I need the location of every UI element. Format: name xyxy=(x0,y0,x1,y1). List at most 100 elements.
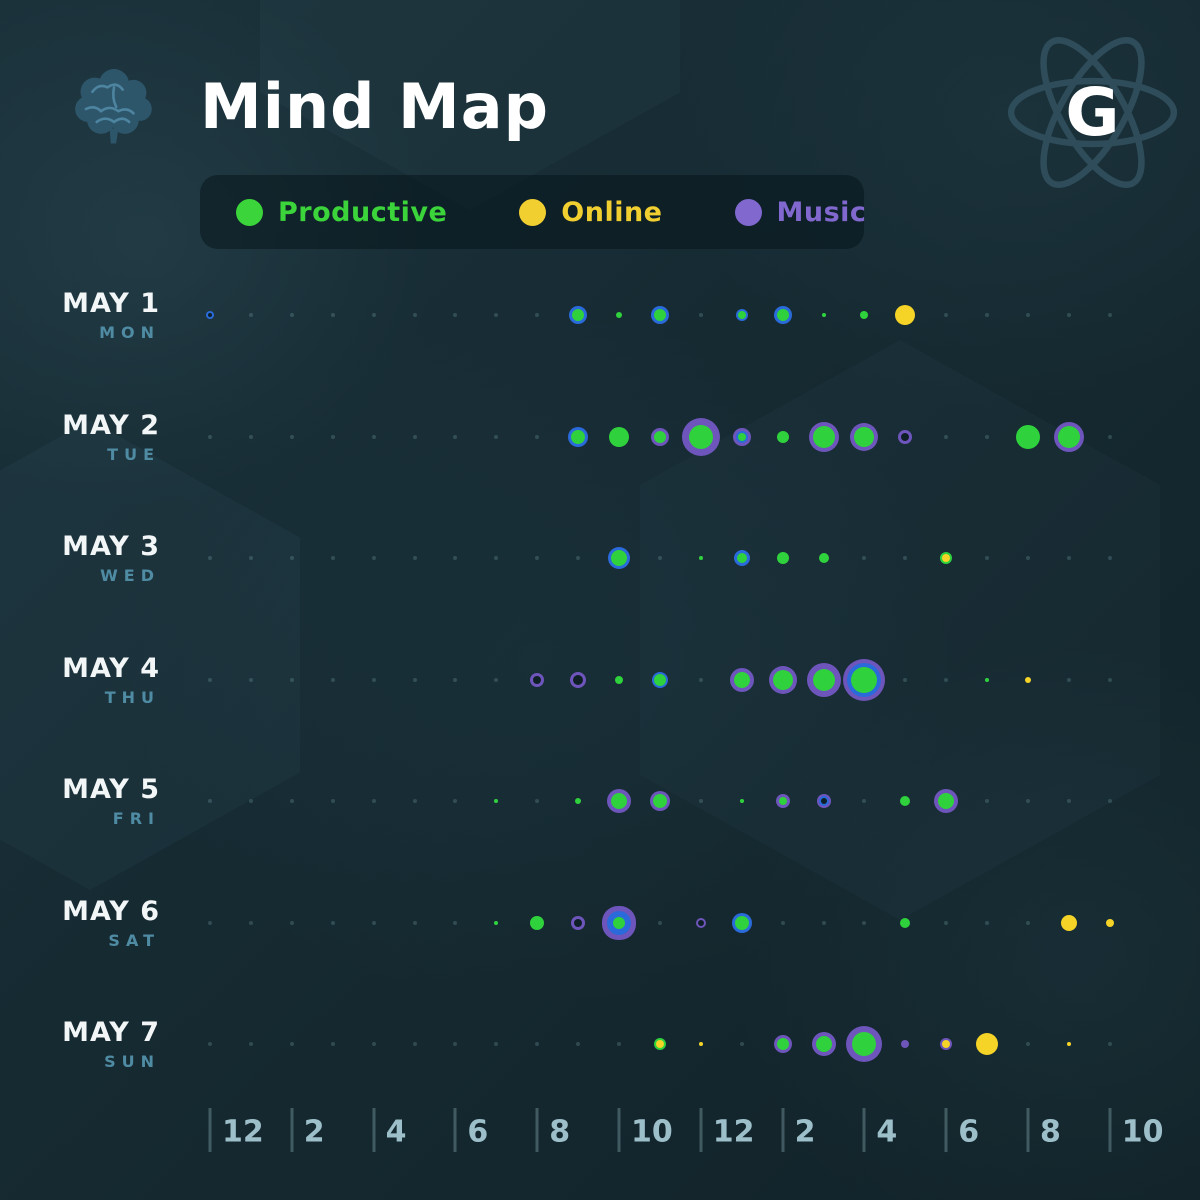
grid-dot xyxy=(1107,1042,1112,1046)
activity-bubble xyxy=(573,674,584,685)
grid-dot xyxy=(289,313,294,317)
atom-logo: G xyxy=(1000,20,1185,205)
grid-dot xyxy=(248,920,253,925)
grid-dot xyxy=(944,434,949,439)
grid-dot xyxy=(1107,313,1112,317)
grid-dot xyxy=(944,920,949,925)
activity-bubble xyxy=(1066,1042,1071,1046)
activity-bubble xyxy=(494,799,499,803)
axis-tick-label: 12 xyxy=(712,1114,755,1150)
grid-dot xyxy=(289,434,294,439)
legend-item-productive: Productive xyxy=(236,197,447,228)
grid-dot xyxy=(535,434,540,439)
activity-bubble xyxy=(776,1038,789,1050)
activity-bubble xyxy=(901,432,910,441)
axis-tick-label: 8 xyxy=(1040,1114,1061,1150)
grid-dot xyxy=(330,677,335,682)
activity-bubble xyxy=(900,796,911,806)
grid-dot xyxy=(944,677,949,682)
activity-bubble xyxy=(688,424,713,449)
grid-dot xyxy=(289,556,294,560)
row-day: WED xyxy=(100,566,160,585)
legend-item-online: Online xyxy=(519,197,662,228)
activity-bubble xyxy=(609,426,629,447)
music-dot-icon xyxy=(734,198,762,226)
row-date: MAY 4 xyxy=(62,652,160,684)
axis-tick xyxy=(535,1108,539,1152)
activity-bubble xyxy=(895,305,916,325)
logo-letter: G xyxy=(1065,74,1120,151)
axis-tick-label: 10 xyxy=(631,1114,673,1150)
grid-dot xyxy=(617,1042,621,1046)
axis-tick xyxy=(290,1108,294,1152)
activity-bubble xyxy=(655,1040,664,1048)
grid-dot xyxy=(330,556,335,560)
axis-tick-label: 6 xyxy=(958,1114,980,1150)
activity-bubble xyxy=(976,1033,999,1055)
grid-dot xyxy=(453,1042,458,1046)
row-date: MAY 5 xyxy=(62,774,160,805)
row-date: MAY 6 xyxy=(62,895,160,927)
grid-dot xyxy=(412,677,417,682)
grid-dot xyxy=(248,434,253,439)
grid-dot xyxy=(453,556,458,560)
activity-bubble xyxy=(818,553,829,563)
activity-bubble xyxy=(776,552,789,564)
row-day: TUE xyxy=(107,444,160,464)
grid-dot xyxy=(985,556,990,560)
activity-bubble xyxy=(530,915,545,930)
grid-dot xyxy=(657,920,662,925)
activity-bubble xyxy=(611,793,627,809)
grid-dot xyxy=(412,1042,417,1046)
brain-icon xyxy=(75,69,152,144)
grid-dot xyxy=(535,313,540,317)
axis-tick xyxy=(699,1108,703,1152)
grid-dot xyxy=(330,313,335,317)
row-date: MAY 1 xyxy=(62,288,160,319)
activity-bubble xyxy=(734,915,749,930)
activity-bubble xyxy=(1057,425,1080,448)
activity-bubble xyxy=(494,920,499,925)
grid-dot xyxy=(453,799,458,803)
grid-dot xyxy=(371,313,376,317)
axis-tick xyxy=(617,1108,621,1152)
grid-dot xyxy=(371,677,376,682)
activity-bubble xyxy=(812,668,835,691)
grid-dot xyxy=(535,556,540,560)
activity-bubble xyxy=(575,798,582,804)
online-dot-icon xyxy=(519,198,547,226)
activity-bubble xyxy=(653,673,666,686)
grid-dot xyxy=(535,1042,540,1046)
grid-dot xyxy=(453,434,458,439)
grid-dot xyxy=(208,556,212,560)
grid-dot xyxy=(1066,677,1071,682)
grid-dot xyxy=(371,920,376,925)
activity-bubble xyxy=(653,309,666,321)
activity-bubble xyxy=(900,917,911,928)
grid-dot xyxy=(248,677,253,682)
grid-dot xyxy=(1026,556,1030,560)
activity-bubble xyxy=(572,309,585,321)
grid-dot xyxy=(821,920,826,925)
grid-dot xyxy=(1026,799,1030,803)
grid-dot xyxy=(208,799,212,803)
activity-bubble xyxy=(733,671,750,688)
grid-dot xyxy=(208,1042,212,1046)
grid-dot xyxy=(412,556,417,560)
axis-tick-label: 10 xyxy=(1121,1114,1164,1150)
axis-tick xyxy=(1108,1108,1112,1152)
activity-bubble xyxy=(611,550,627,566)
activity-bubble xyxy=(778,797,787,805)
activity-bubble xyxy=(985,677,990,682)
activity-bubble xyxy=(820,798,827,804)
atom-orbits-icon xyxy=(1007,37,1178,188)
grid-dot xyxy=(289,799,294,803)
grid-dot xyxy=(248,556,253,560)
grid-dot xyxy=(371,1042,376,1046)
grid-dot xyxy=(494,313,499,317)
activity-bubble xyxy=(942,554,951,562)
grid-dot xyxy=(985,920,990,925)
